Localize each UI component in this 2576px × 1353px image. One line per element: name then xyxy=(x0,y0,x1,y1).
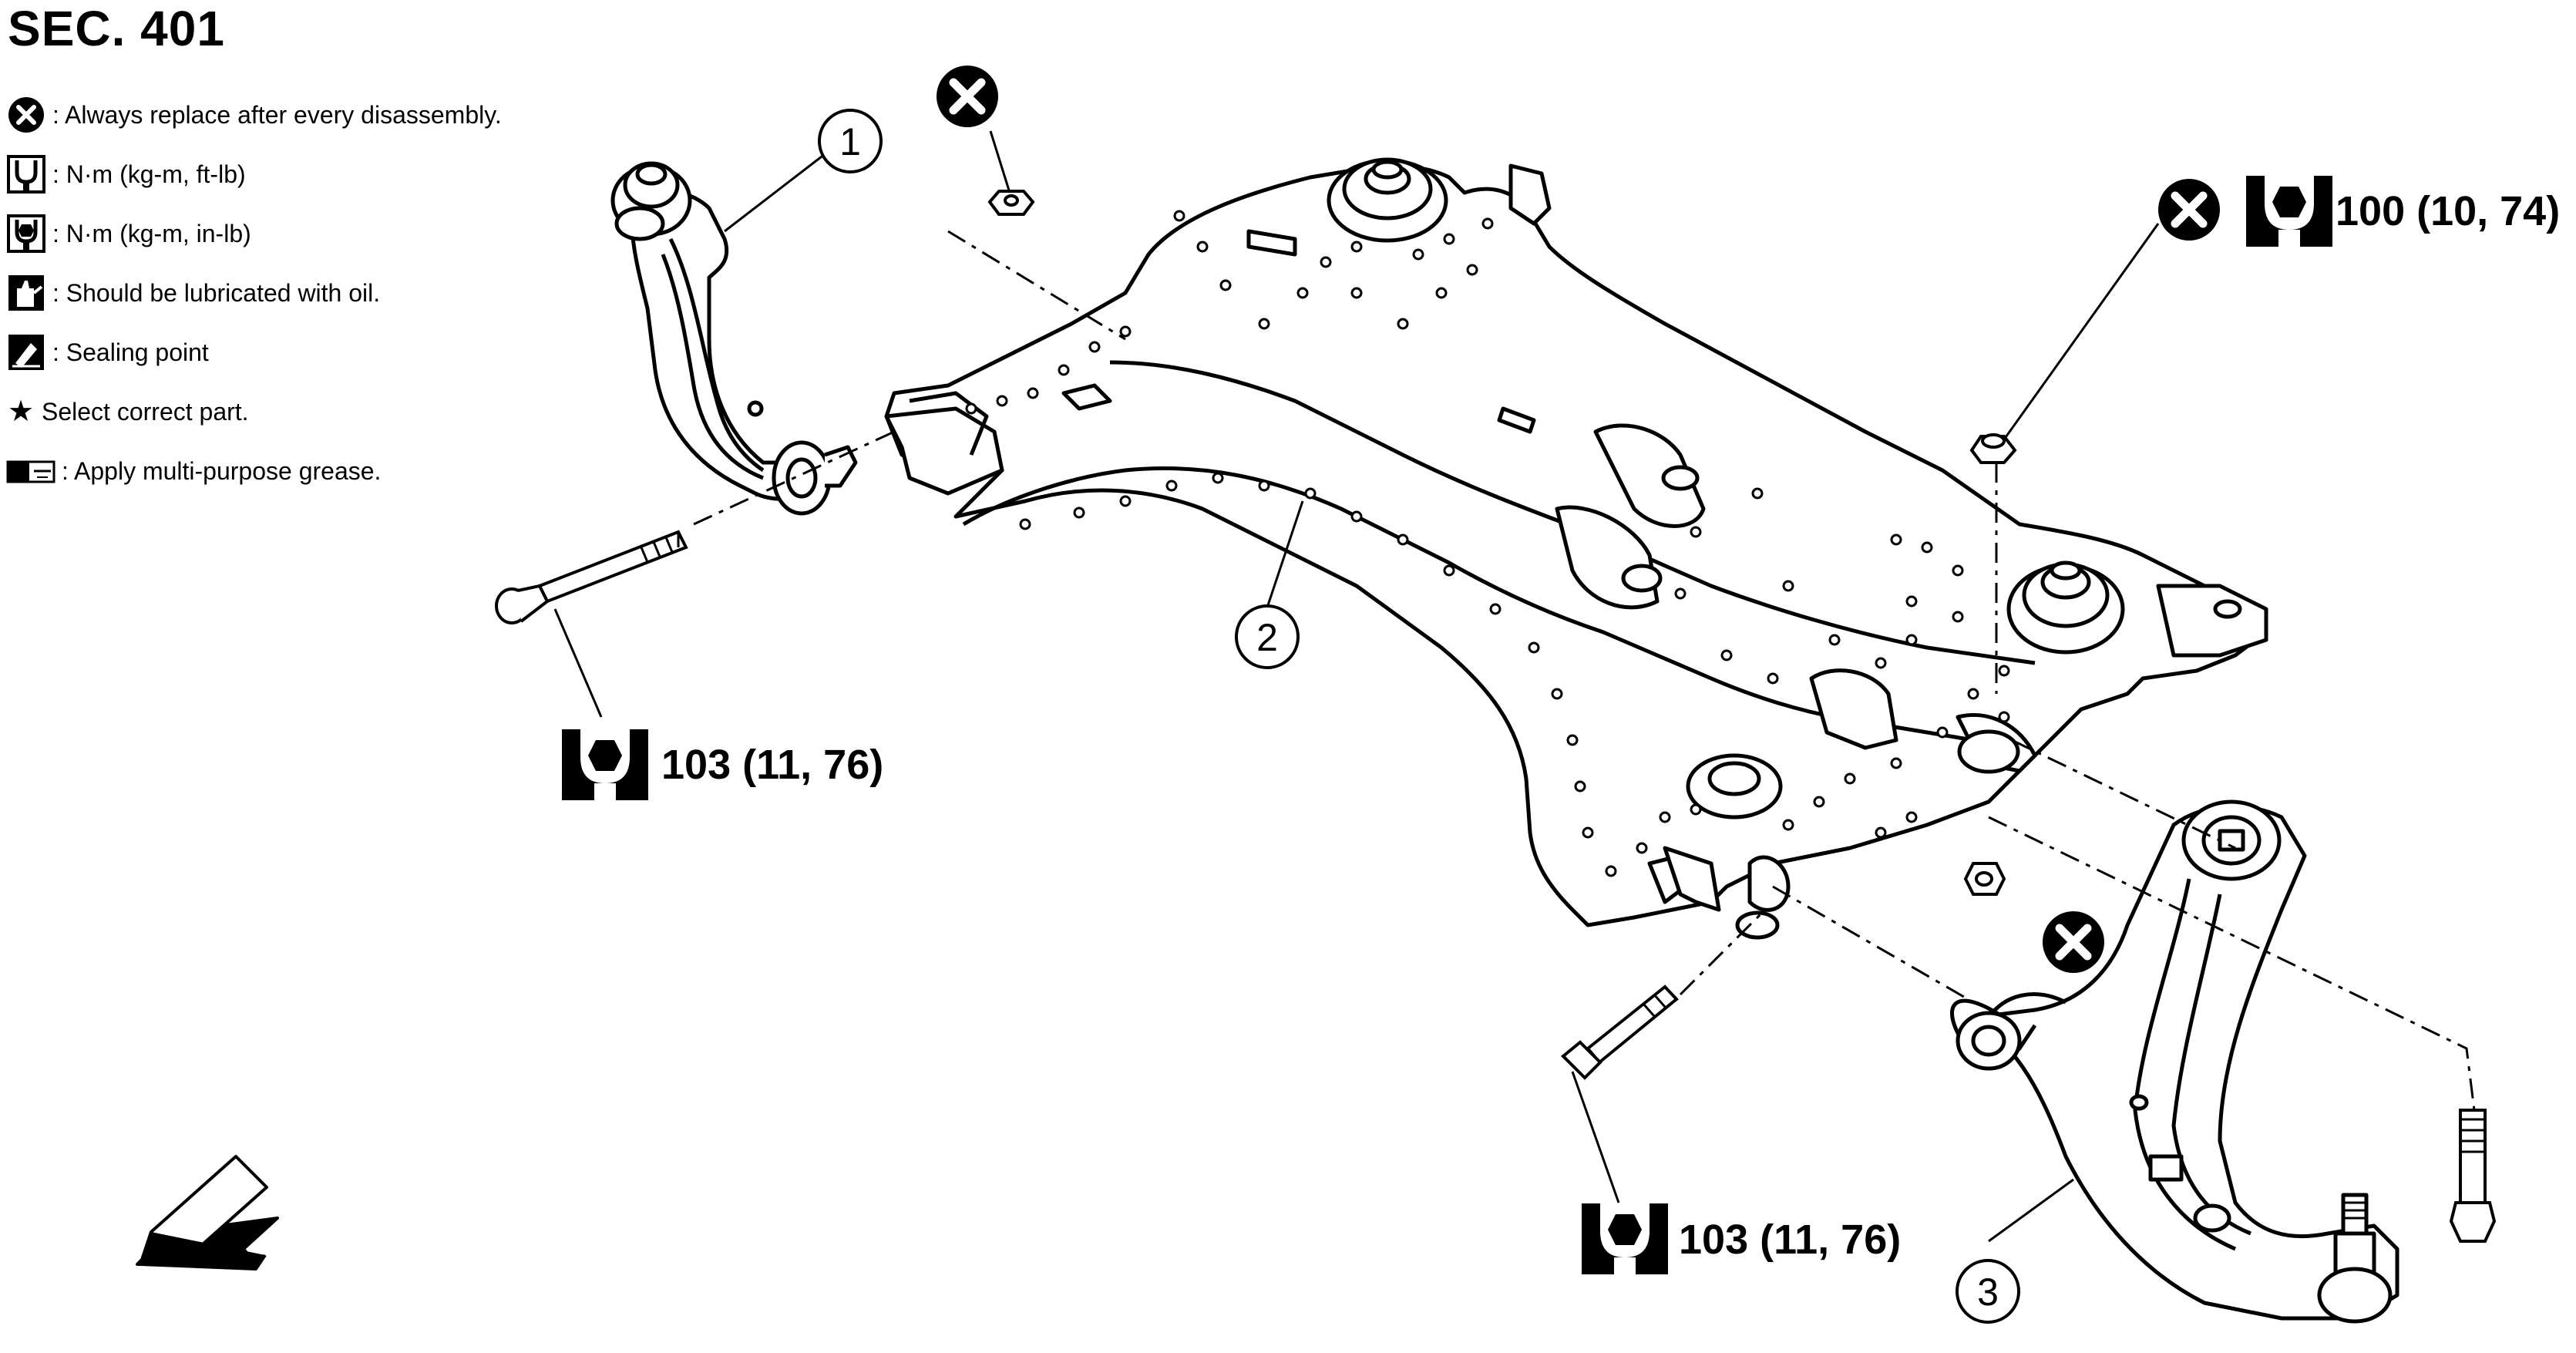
nut-top-left xyxy=(987,190,1035,216)
front-direction-arrow xyxy=(136,1155,279,1271)
member-holes xyxy=(965,210,2010,877)
torque-wrench-filled-icon xyxy=(7,214,45,253)
legend-text-sealing: : Sealing point xyxy=(52,338,209,366)
callout-3 xyxy=(1956,1259,2020,1324)
legend-text-star: Select correct part. xyxy=(42,397,249,426)
legend-text-grease: : Apply multi-purpose grease. xyxy=(62,456,382,485)
torque-upper-right: 100 (10, 74) xyxy=(2336,188,2560,234)
legend-row-oil: : Should be lubricated with oil. xyxy=(6,269,561,317)
upper-link-arm xyxy=(610,161,858,516)
replace-icon xyxy=(8,97,44,133)
bolt-lower-center xyxy=(1561,984,1679,1080)
legend: : Always replace after every disassembly… xyxy=(6,91,561,507)
legend-text-oil: : Should be lubricated with oil. xyxy=(52,278,381,307)
legend-row-star: ★ Select correct part. xyxy=(6,388,561,436)
legend-row-torque-in-lb: : N·m (kg-m, in-lb) xyxy=(6,210,561,257)
torque-wrench-icon xyxy=(7,155,45,194)
torque-wrench-icon-lower xyxy=(1582,1203,1668,1274)
callout-label-1: 1 xyxy=(839,120,861,163)
legend-text-replace: : Always replace after every disassembly… xyxy=(52,100,502,129)
legend-row-replace: : Always replace after every disassembly… xyxy=(6,91,561,139)
assembly-lines xyxy=(693,230,2476,1111)
callout-label-2: 2 xyxy=(1256,616,1278,659)
legend-row-torque-ft-lb: : N·m (kg-m, ft-lb) xyxy=(6,150,561,198)
nut-lower-middle xyxy=(1963,862,2006,896)
torque-wrench-icon-right xyxy=(2246,176,2332,247)
sealing-point-icon xyxy=(8,335,44,370)
legend-row-sealing: : Sealing point xyxy=(6,328,561,376)
suspension-member xyxy=(884,157,2268,940)
legend-text-torque-ft-lb: : N·m (kg-m, ft-lb) xyxy=(52,160,246,188)
replace-icon-top-nut xyxy=(937,66,998,127)
torque-lower-center: 103 (11, 76) xyxy=(1679,1217,1901,1263)
callout-label-3: 3 xyxy=(1977,1271,1999,1314)
torque-wrench-icon-left xyxy=(562,729,648,800)
lower-link-arm xyxy=(1950,799,2399,1324)
section-title: SEC. 401 xyxy=(8,1,225,56)
bolt-upper-left xyxy=(495,530,688,624)
replace-icon-lower-nut xyxy=(2043,911,2104,973)
leader-lines xyxy=(553,130,2160,1243)
legend-text-torque-in-lb: : N·m (kg-m, in-lb) xyxy=(52,219,251,247)
nut-right-upper xyxy=(1969,433,2017,464)
oil-can-icon xyxy=(8,275,44,311)
callout-1 xyxy=(818,109,883,173)
replace-icon-right-nut xyxy=(2158,179,2220,241)
star-icon: ★ xyxy=(7,395,35,428)
grease-icon xyxy=(6,460,55,483)
callout-2 xyxy=(1235,604,1300,669)
legend-row-grease: : Apply multi-purpose grease. xyxy=(6,447,561,495)
bolt-lower-right xyxy=(2449,1109,2497,1243)
torque-upper-left: 103 (11, 76) xyxy=(661,742,883,788)
